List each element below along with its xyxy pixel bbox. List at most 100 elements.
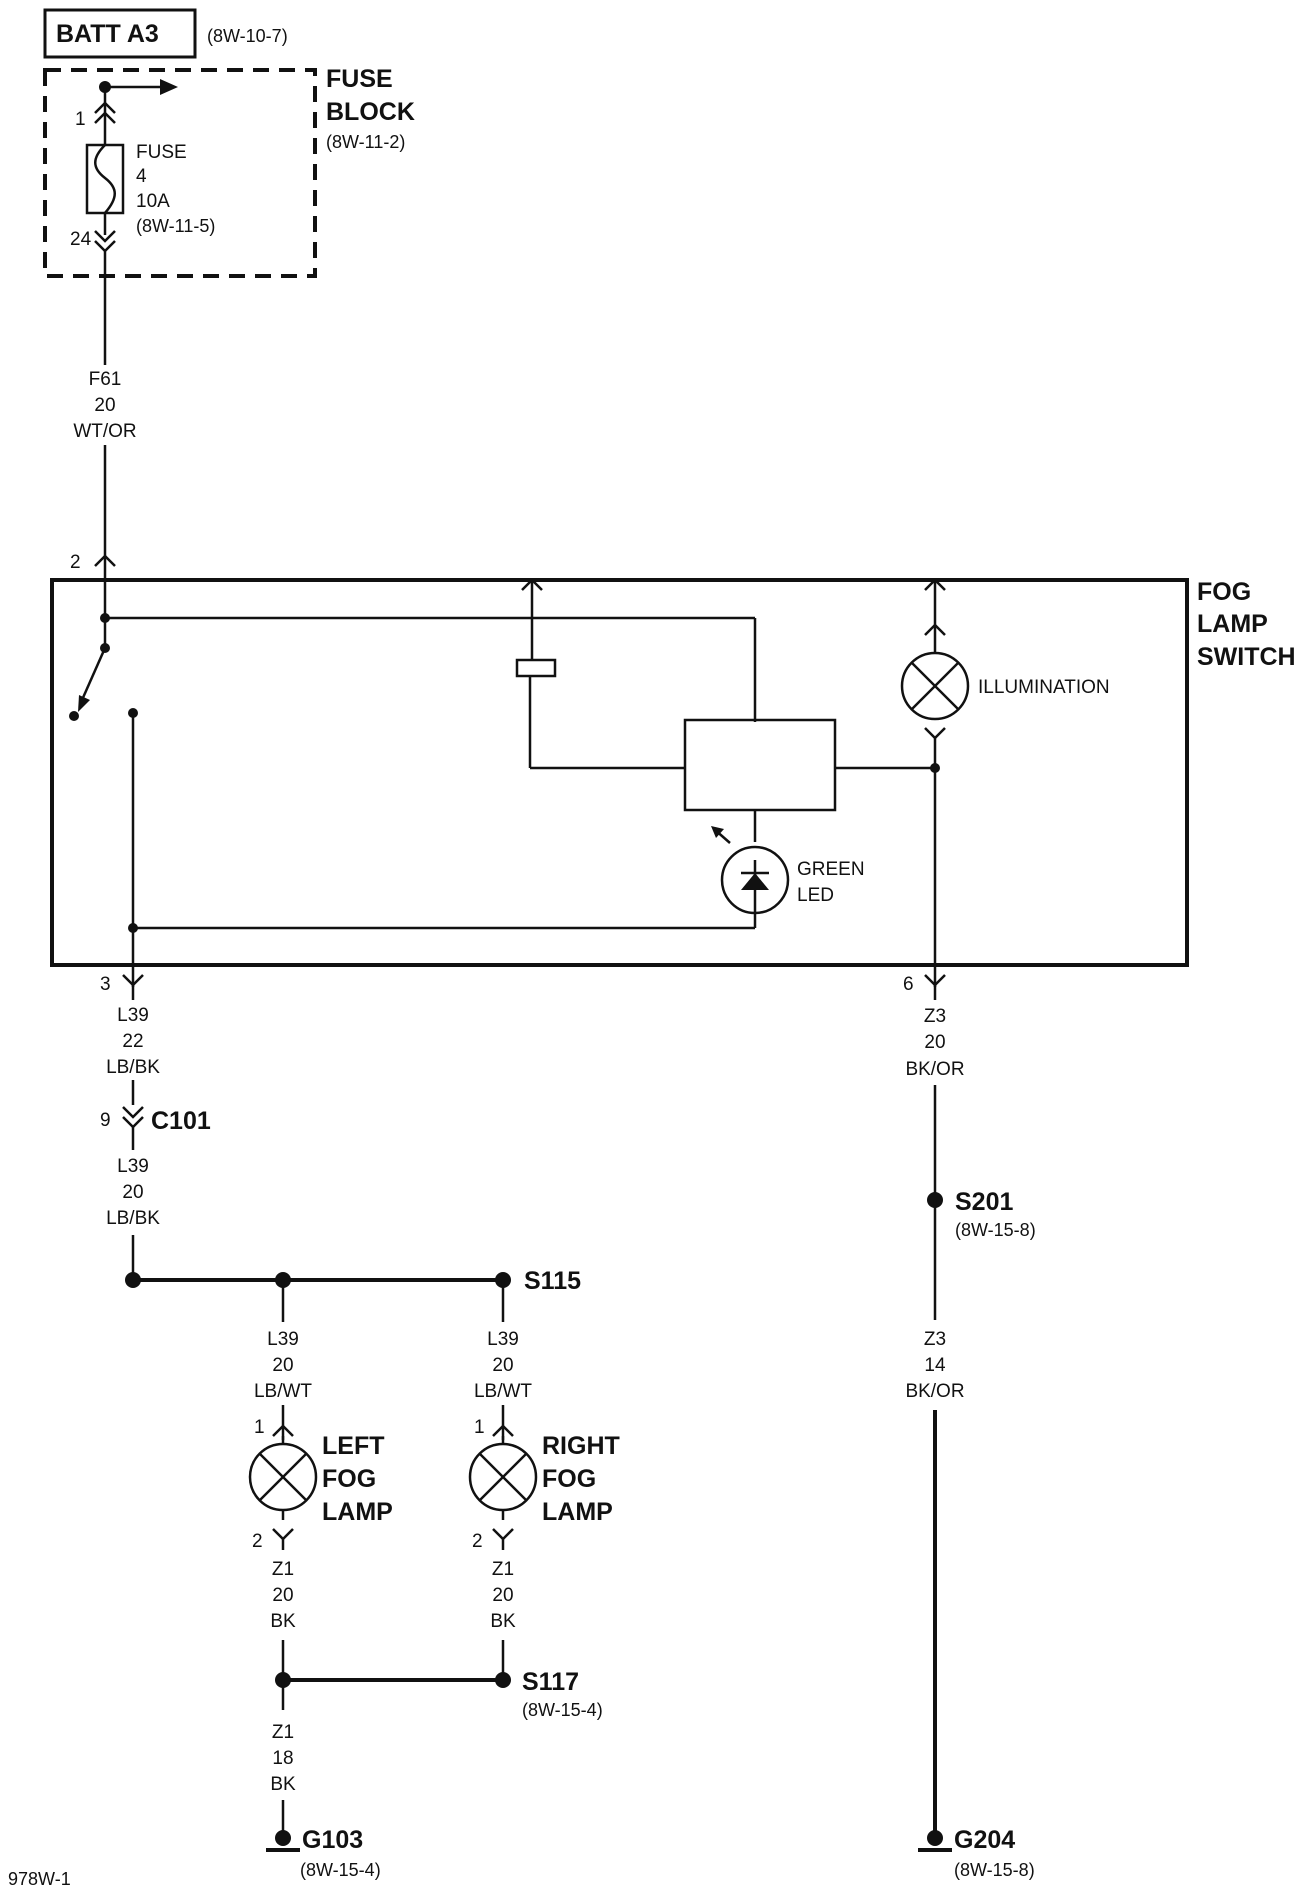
g103-label: G103 [302, 1826, 363, 1854]
wire-l39b-gauge: 20 [122, 1182, 143, 1203]
batt-a3-label: BATT A3 [56, 20, 159, 48]
led-diode-icon [741, 873, 769, 890]
wire-z3b-circuit: Z3 [924, 1329, 946, 1350]
illumination-lamp-icon [900, 651, 970, 721]
right-lamp-label-1: RIGHT [542, 1432, 620, 1460]
fuse-4-link-icon [94, 144, 116, 214]
wire-l39-left-color: LB/WT [254, 1381, 312, 1402]
c101-pin-number: 9 [100, 1110, 111, 1131]
wire-l39-right-color: LB/WT [474, 1381, 532, 1402]
wire-z1-right-circuit: Z1 [492, 1559, 514, 1580]
s117-label: S117 [522, 1668, 579, 1696]
g103-ref: (8W-15-4) [300, 1860, 381, 1880]
wire-z3b-gauge: 14 [924, 1355, 946, 1376]
switch-control-module [683, 718, 837, 812]
wire-l39-left-gauge: 20 [272, 1355, 293, 1376]
wire-f61-color: WT/OR [73, 421, 136, 442]
right-lamp-pin-1: 1 [474, 1417, 485, 1438]
s117-ref: (8W-15-4) [522, 1700, 603, 1720]
illum-connector-top-icon [924, 623, 946, 636]
wire-l39-left-circuit: L39 [267, 1329, 299, 1350]
left-lamp-pin-1: 1 [254, 1417, 265, 1438]
s201-ref: (8W-15-8) [955, 1220, 1036, 1240]
fuse-block-label-2: BLOCK [326, 98, 415, 126]
wire-l39b-color: LB/BK [106, 1208, 160, 1229]
fog-lamp-switch-label-2: LAMP [1197, 610, 1268, 638]
c101-connector-icon [122, 1106, 144, 1119]
wire-z1-right-color: BK [490, 1611, 516, 1632]
switch-blade-arrow-icon [78, 695, 90, 712]
fuse-pin-1-number: 1 [75, 109, 86, 130]
relay-coil-symbol [515, 658, 557, 678]
led-light-arrow-icon [711, 826, 724, 838]
illumination-label: ILLUMINATION [978, 677, 1110, 698]
illum-connector-bottom-icon [924, 727, 946, 740]
green-led-label-2: LED [797, 885, 834, 906]
right-lamp-cross-2 [479, 1453, 527, 1501]
illum-cross-2 [911, 662, 959, 710]
illum-top-arrow-icon [924, 578, 946, 591]
left-lamp-label-3: LAMP [322, 1498, 393, 1526]
wire-z3a-circuit: Z3 [924, 1006, 946, 1027]
fuse-ref: (8W-11-5) [136, 216, 215, 236]
relay-arrow-up-icon [521, 578, 543, 591]
fuse-label-2: 4 [136, 166, 147, 187]
wire-z1-right-gauge: 20 [492, 1585, 513, 1606]
batt-a3-ref: (8W-10-7) [207, 26, 288, 46]
wire-f61-circuit: F61 [89, 369, 122, 390]
fuse-pin-24-number: 24 [70, 229, 92, 250]
switch-internal-dot-3 [930, 763, 940, 773]
green-led-label-1: GREEN [797, 859, 865, 880]
left-lamp-connector-top-icon [272, 1424, 294, 1437]
g204-ground-dot [927, 1830, 943, 1846]
left-lamp-label-1: LEFT [322, 1432, 385, 1460]
connector-pin-1-icon-2 [94, 111, 116, 124]
wire-l39b-circuit: L39 [117, 1156, 149, 1177]
wire-f61-gauge: 20 [94, 395, 115, 416]
switch-contact-left [69, 711, 79, 721]
left-lamp-pin-2: 2 [252, 1531, 263, 1552]
switch-blade [80, 647, 107, 701]
s115-node-1 [125, 1272, 141, 1288]
wire-z1-left-color: BK [270, 1611, 296, 1632]
wire-z3b-color: BK/OR [905, 1381, 964, 1402]
right-lamp-pin-2: 2 [472, 1531, 483, 1552]
batt-a3-box [43, 8, 197, 59]
left-lamp-label-2: FOG [322, 1465, 376, 1493]
g204-ref: (8W-15-8) [954, 1860, 1035, 1880]
wire-z3a-color: BK/OR [905, 1059, 964, 1080]
fuse-bus-arrow-icon [160, 79, 178, 95]
wire-z1-ground-color: BK [270, 1774, 296, 1795]
s117-splice-dot [495, 1672, 511, 1688]
right-lamp-connector-top-icon [492, 1424, 514, 1437]
wire-z1-left-circuit: Z1 [272, 1559, 294, 1580]
wire-z3a-gauge: 20 [924, 1032, 945, 1053]
switch-pin-3-number: 3 [100, 974, 111, 995]
fog-lamp-switch-box [50, 578, 1189, 967]
wire-z1-ground-gauge: 18 [272, 1748, 293, 1769]
wire-l39a-circuit: L39 [117, 1005, 149, 1026]
left-lamp-cross-2 [259, 1453, 307, 1501]
fuse-block-ref: (8W-11-2) [326, 132, 405, 152]
switch-pin-2-number: 2 [70, 552, 81, 573]
s201-label: S201 [955, 1188, 1013, 1216]
right-lamp-label-3: LAMP [542, 1498, 613, 1526]
wire-l39a-gauge: 22 [122, 1031, 143, 1052]
fog-lamp-switch-label-3: SWITCH [1197, 643, 1296, 671]
fuse-block-outline [43, 68, 317, 278]
s115-label: S115 [524, 1267, 581, 1295]
wire-l39a-color: LB/BK [106, 1057, 160, 1078]
g204-label: G204 [954, 1826, 1015, 1854]
left-lamp-connector-bottom-icon [272, 1528, 294, 1541]
wire-z1-ground-circuit: Z1 [272, 1722, 294, 1743]
connector-pin-1-icon [94, 101, 116, 114]
fuse-label-1: FUSE [136, 142, 187, 163]
fuse-label-3: 10A [136, 191, 170, 212]
switch-pin-6-number: 6 [903, 974, 914, 995]
wire-l39-right-gauge: 20 [492, 1355, 513, 1376]
fuse-block-label-1: FUSE [326, 65, 393, 93]
c101-label: C101 [151, 1107, 211, 1135]
wire-l39-right-circuit: L39 [487, 1329, 519, 1350]
right-lamp-label-2: FOG [542, 1465, 596, 1493]
